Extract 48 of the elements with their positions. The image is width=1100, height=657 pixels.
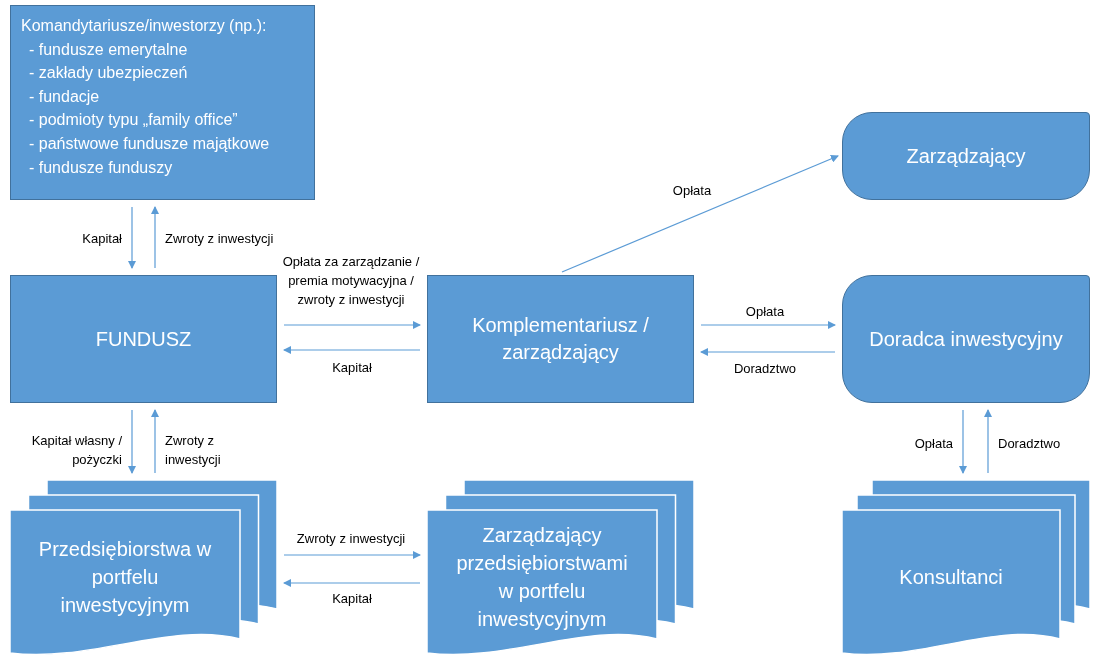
arrow: [128, 206, 136, 269]
edge-label: Opłata: [744, 303, 786, 321]
arrow: [283, 579, 421, 587]
list-item: - zakłady ubezpieczeń: [29, 63, 189, 84]
stacked-document-shape: [842, 480, 1090, 657]
list-item: - fundusze funduszy: [29, 157, 174, 178]
arrow: [959, 409, 967, 474]
stacked-document-shape: [10, 480, 277, 657]
edge-label: Opłata: [913, 435, 953, 453]
edge-label: Opłata: [671, 182, 713, 200]
arrow: [283, 346, 421, 354]
list-item: - fundacje: [29, 86, 101, 107]
process-box: [10, 275, 277, 403]
node-text: Doradca inwestycyjny: [868, 326, 1064, 352]
arrow: [151, 206, 159, 269]
edge-label: Zwroty z inwestycji: [165, 230, 275, 248]
edge-label: Kapitał własny / pożyczki: [30, 432, 122, 469]
list-item: - państwowe fundusze majątkowe: [29, 133, 271, 154]
process-box: [427, 275, 694, 403]
node-text: Zarządzający przedsiębiorstwami w portfelu inwestycyjnym: [455, 522, 629, 632]
arrow: [700, 348, 836, 356]
arrow: [561, 155, 839, 273]
node-text: Konsultanci: [899, 564, 1003, 590]
arrow: [128, 409, 136, 474]
node-text: Zarządzający: [905, 143, 1027, 169]
node-text: FUNDUSZ: [94, 326, 193, 352]
edge-label: Zwroty z inwestycji: [295, 530, 407, 548]
arrow: [283, 551, 421, 559]
node-text: Przedsiębiorstwa w portfelu inwestycyjnym: [37, 536, 213, 618]
arrow: [151, 409, 159, 474]
list-heading: Komandytariusze/inwestorzy (np.):: [21, 16, 268, 36]
edge-label: Kapitał: [81, 230, 122, 248]
arrow: [700, 321, 836, 329]
edge-label: Zwroty z inwestycji: [165, 432, 222, 469]
edge-label: Doradztwo: [732, 360, 798, 378]
arrow: [283, 321, 421, 329]
edge-label: Doradztwo: [998, 435, 1062, 453]
list-item: - fundusze emerytalne: [29, 39, 189, 60]
arrow: [984, 409, 992, 474]
edge-label: Opłata za zarządzanie / premia motywacyjna / zwroty z inwestycji: [281, 253, 421, 309]
edge-label: Kapitał: [331, 359, 373, 377]
investor-list-box: [10, 5, 315, 200]
list-item: - podmioty typu „family office”: [29, 110, 239, 131]
edge-label: Kapitał: [331, 590, 373, 608]
rounded-box: [842, 112, 1090, 200]
rounded-box: [842, 275, 1090, 403]
stacked-document-shape: [427, 480, 694, 657]
node-text: Komplementariusz / zarządzający: [471, 313, 650, 365]
